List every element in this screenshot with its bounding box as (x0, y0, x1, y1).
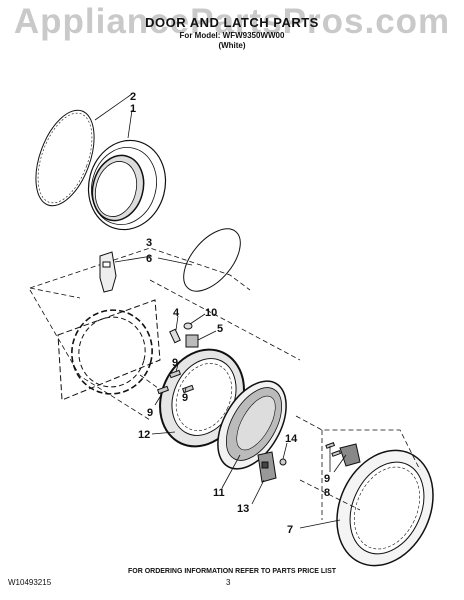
callout-7: 7 (287, 524, 293, 536)
callout-10: 10 (205, 307, 217, 319)
part-6-door-glass (183, 228, 241, 292)
part-2-door-seal (35, 109, 95, 207)
callout-2: 2 (130, 91, 136, 103)
watermark: AppliancePartsPros.com (13, 2, 451, 41)
callout-4: 4 (173, 307, 180, 319)
part-11-inner-glass (217, 380, 287, 470)
part-14-screw (279, 458, 287, 466)
guide-lines (295, 415, 421, 520)
part-3-hinge (99, 251, 117, 293)
screws-9 (156, 369, 195, 395)
callout-9c: 9 (147, 407, 153, 419)
part-8-handle-insert (339, 443, 361, 467)
part-10-screw (183, 322, 193, 330)
callout-12: 12 (138, 429, 150, 441)
part-7-outer-door-panel (336, 449, 434, 567)
ordering-notice: FOR ORDERING INFORMATION REFER TO PARTS … (127, 568, 337, 575)
callout-11: 11 (213, 487, 225, 499)
part-1-outer-door (87, 139, 167, 231)
screws-9-right (325, 442, 342, 457)
part-12-inner-frame (159, 348, 245, 448)
page-title: DOOR AND LATCH PARTS (145, 15, 319, 30)
page-number: 3 (226, 578, 231, 587)
callout-9a: 9 (172, 357, 178, 369)
callout-5: 5 (217, 323, 223, 335)
callout-1: 1 (130, 103, 136, 115)
callout-3: 3 (146, 237, 152, 249)
model-variant: (White) (218, 41, 246, 50)
callout-13: 13 (237, 503, 249, 515)
callout-labels: 2 1 3 6 4 10 5 9 9 9 12 14 11 13 9 8 7 (130, 91, 330, 536)
inner-door-panel (57, 299, 161, 401)
part-5-latch-bracket (185, 334, 199, 348)
callout-9b: 9 (182, 392, 188, 404)
model-line: For Model: WFW9350WW00 (179, 31, 285, 40)
callout-6: 6 (146, 253, 152, 265)
callout-9d: 9 (324, 473, 330, 485)
model-subtitle: For Model: WFW9350WW00 (White) (0, 31, 464, 51)
document-number: W10493215 (8, 578, 52, 587)
part-4-screw (169, 328, 181, 344)
callout-8: 8 (324, 487, 330, 499)
part-13-latch (257, 451, 277, 483)
callout-14: 14 (285, 433, 298, 445)
leader-lines (114, 255, 347, 529)
